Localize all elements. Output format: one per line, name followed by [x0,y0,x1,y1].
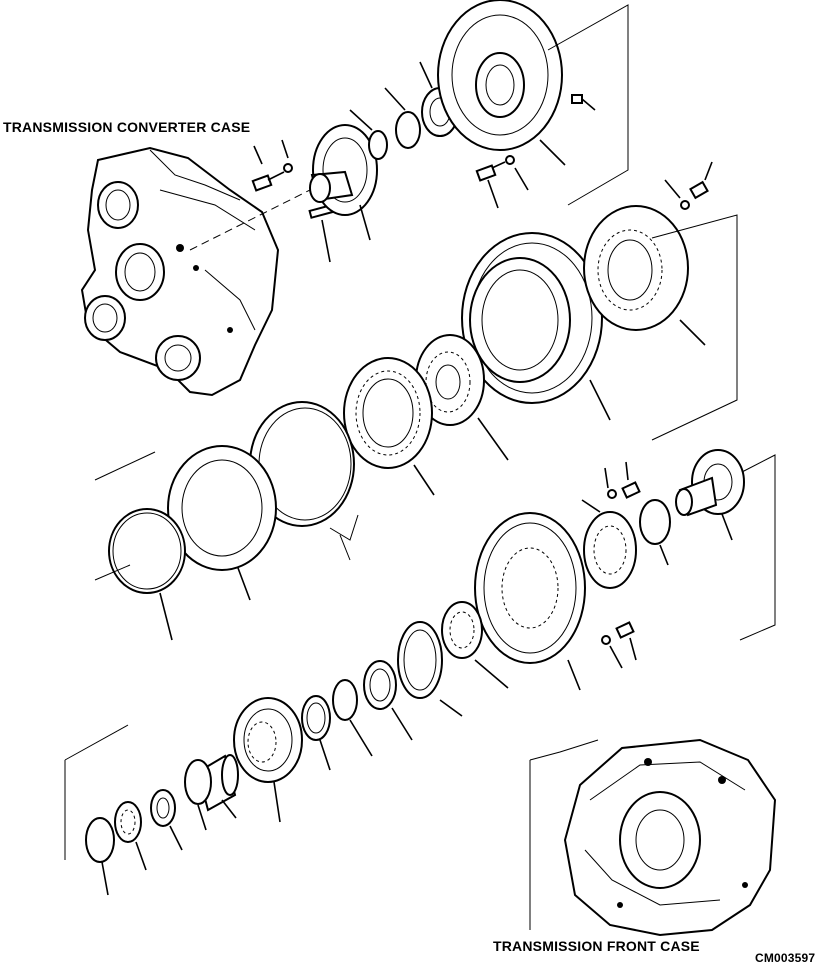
clutch-cover [583,205,706,346]
clutch-drum [461,232,611,421]
converter-case-label: TRANSMISSION CONVERTER CASE [3,119,251,135]
snap-ring-upper [349,109,388,160]
output-flange [675,449,745,541]
retainer-plate [581,499,637,589]
bearing-race [301,695,331,771]
bolt-lower-pump [475,155,529,209]
transmission-front-case [563,738,777,937]
dowel-pin [308,204,334,263]
small-bearing [150,789,183,851]
transmission-converter-case [80,146,280,397]
bolt-right-middle [604,461,641,499]
front-case-label: TRANSMISSION FRONT CASE [493,938,700,954]
snap-ring-middle [332,679,373,757]
gear-lower [233,697,303,823]
o-ring-right [639,499,671,566]
clutch-hub [415,334,509,461]
bearing-lower [441,601,509,689]
clutch-drum-lower [474,512,586,691]
bearing-small-left [114,801,147,871]
input-gear [309,124,378,241]
snap-ring-left [85,817,115,896]
cover-plate-lower [397,621,463,717]
thin-ring-upper [384,87,421,149]
drawing-code-label: CM003597 [755,951,816,965]
separator-plate [167,445,277,601]
bolt-upper-left [251,139,293,192]
friction-plate [343,357,435,496]
spacer-ring [184,759,212,831]
bolt-lower-right [601,621,637,669]
o-ring-left [108,508,186,641]
bolt-pump-side [571,94,596,111]
spacer [363,660,413,741]
pump-cover [437,0,566,166]
bolt-upper-right [664,161,713,210]
